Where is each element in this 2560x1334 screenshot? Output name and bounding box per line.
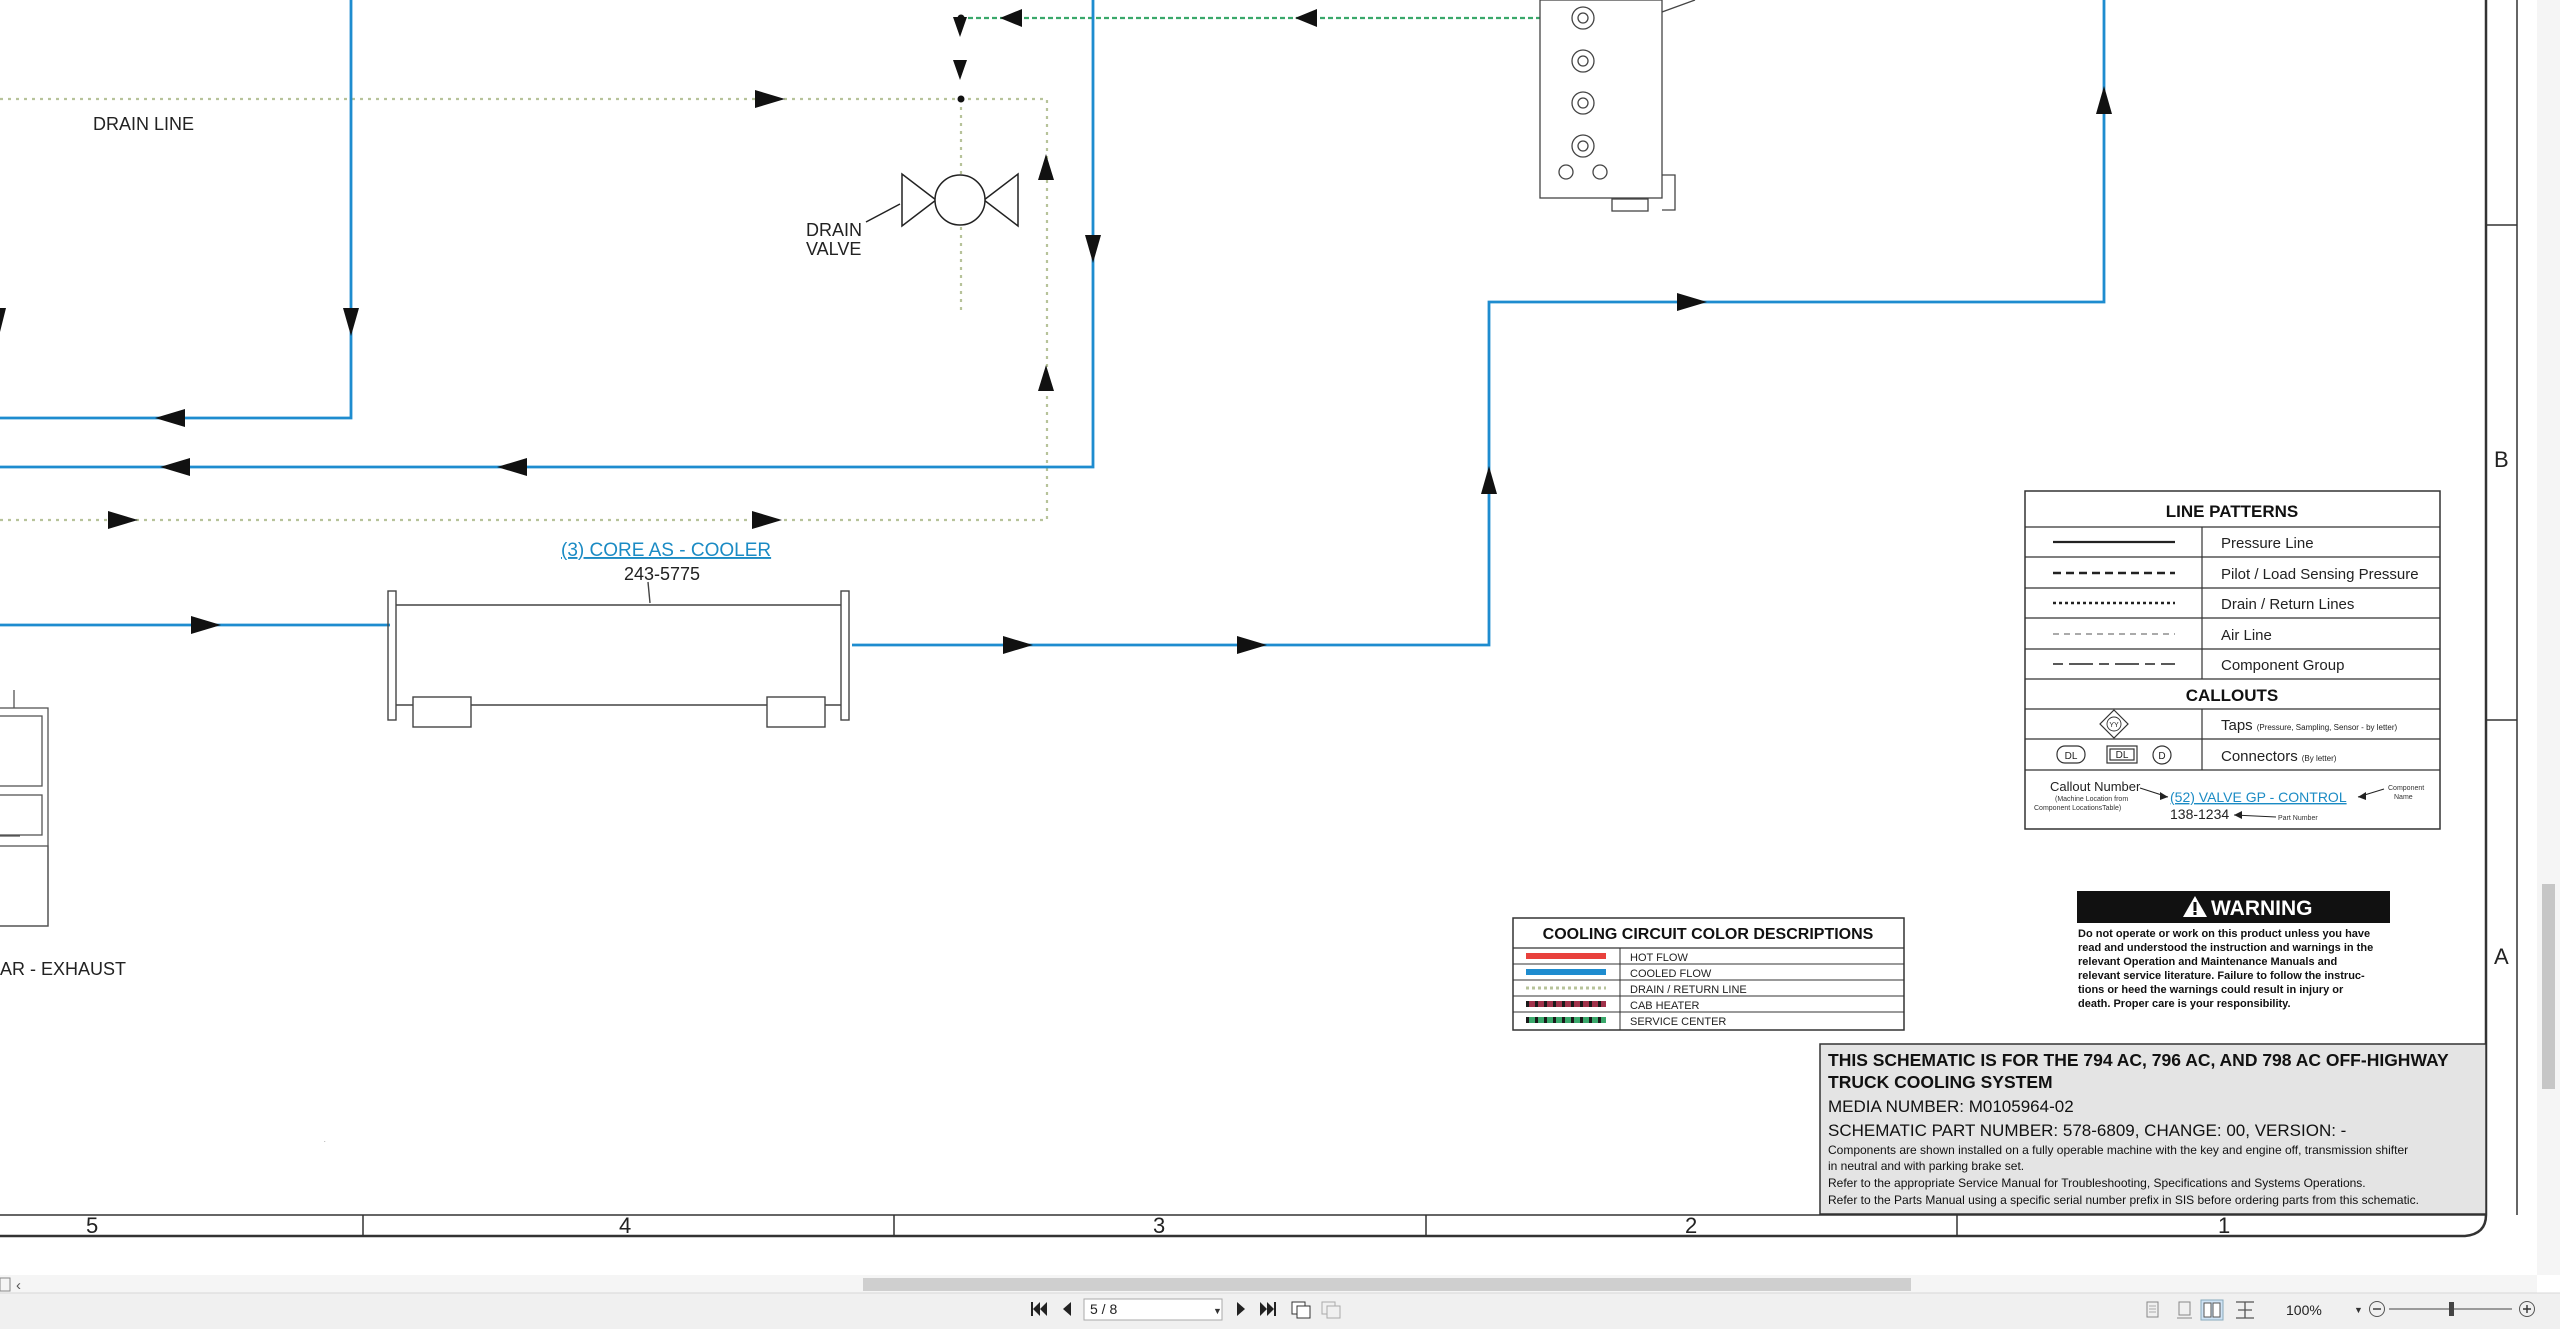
next-page-icon[interactable] [1237, 1302, 1245, 1316]
page-number-value: 5 / 8 [1090, 1301, 1117, 1317]
svg-text:DL: DL [2116, 750, 2129, 761]
vertical-scrollbar-thumb[interactable] [2542, 884, 2555, 1089]
line-patterns-title: LINE PATTERNS [2166, 502, 2299, 521]
bottom-toolbar: 5 / 8 ▼ 100% ▼ [0, 1292, 2560, 1329]
drain-line-label: DRAIN LINE [93, 114, 194, 134]
title-note-4: Refer to the Parts Manual using a specif… [1828, 1193, 2419, 1207]
warning-line-2: read and understood the instruction and … [2078, 942, 2373, 954]
drain-valve-label-2: VALVE [806, 239, 861, 259]
zone-col-2: 2 [1685, 1213, 1697, 1238]
zoom-slider-thumb[interactable] [2449, 1302, 2454, 1316]
connectors-label: Connectors(By letter) [2221, 748, 2337, 765]
zoom-dropdown-icon[interactable]: ▼ [2354, 1305, 2363, 1315]
pattern-drain-line: Drain / Return Lines [2221, 596, 2354, 613]
last-page-icon[interactable] [1260, 1302, 1276, 1316]
pattern-pilot-line: Pilot / Load Sensing Pressure [2221, 566, 2419, 583]
connector-icons: DL DL D [2056, 745, 2172, 765]
drain-return-lines [0, 97, 1049, 522]
horizontal-scrollbar-thumb[interactable] [863, 1278, 1911, 1291]
callout-example-part: 138-1234 [2170, 806, 2229, 822]
zoom-level[interactable]: 100% [2286, 1302, 2322, 1318]
page-number-input[interactable] [1083, 1298, 1223, 1321]
cooled-flow-lines [0, 0, 2106, 647]
page-dropdown-icon[interactable]: ▼ [1213, 1306, 1222, 1316]
zone-row-b: B [2494, 447, 2509, 472]
title-note-2: in neutral and with parking brake set. [1828, 1159, 2024, 1173]
drawing-border: B A 5 4 3 2 1 [0, 0, 2518, 1238]
page-view-icon[interactable] [1291, 1301, 1311, 1319]
exhaust-label: AR - EXHAUST [0, 959, 126, 979]
zone-row-a: A [2494, 944, 2509, 969]
callout-number-note1: (Machine Location from [2055, 796, 2128, 803]
single-page-icon[interactable] [2146, 1301, 2159, 1318]
warning-line-1: Do not operate or work on this product u… [2078, 928, 2370, 940]
warning-line-5: tions or heed the warnings could result … [2078, 984, 2344, 996]
first-page-icon[interactable] [1031, 1302, 1047, 1316]
svg-text:YY: YY [2109, 722, 2119, 729]
tap-icon: YY [2099, 709, 2129, 739]
flow-arrows [0, 9, 2112, 654]
callout-number-label: Callout Number [2050, 779, 2141, 794]
svg-text:D: D [2158, 751, 2165, 762]
schematic-part-number: SCHEMATIC PART NUMBER: 578-6809, CHANGE:… [1828, 1121, 2346, 1140]
scroll-left-button[interactable] [0, 1277, 11, 1292]
zone-col-1: 1 [2218, 1213, 2230, 1238]
title-line-1: THIS SCHEMATIC IS FOR THE 794 AC, 796 AC… [1828, 1050, 2449, 1070]
pattern-air-line: Air Line [2221, 627, 2272, 644]
horizontal-scrollbar[interactable]: ‹ [0, 1275, 2537, 1294]
color-drain-return: DRAIN / RETURN LINE [1630, 984, 1747, 996]
pattern-pressure-line: Pressure Line [2221, 535, 2314, 552]
svg-text:Name: Name [2394, 794, 2413, 801]
callout-example-link: (52) VALVE GP - CONTROL [2170, 789, 2347, 805]
svg-text:DL: DL [2065, 751, 2078, 762]
svg-text:Component: Component [2388, 785, 2424, 792]
vertical-scrollbar[interactable]: › [2522, 0, 2560, 1293]
callouts-title: CALLOUTS [2186, 686, 2279, 705]
scroll-left-icon[interactable]: ‹ [16, 1277, 21, 1294]
title-note-3: Refer to the appropriate Service Manual … [1828, 1176, 2366, 1190]
warning-triangle-icon [2183, 896, 2207, 917]
color-hot-flow: HOT FLOW [1630, 952, 1688, 964]
zoom-out-icon[interactable] [2369, 1301, 2385, 1317]
valve-block-symbol [1539, 0, 1696, 212]
continuous-page-icon[interactable] [2177, 1301, 2192, 1319]
title-block: THIS SCHEMATIC IS FOR THE 794 AC, 796 AC… [1819, 1043, 2487, 1215]
schematic-drawing: DRAIN LINE DRAIN VALVE (3) CORE AS - COO… [0, 0, 2112, 1144]
cooler-callout-link[interactable]: (3) CORE AS - COOLER [561, 540, 771, 561]
color-descriptions-table: COOLING CIRCUIT COLOR DESCRIPTIONS HOT F… [1512, 917, 1905, 1031]
warning-line-6: death. Proper care is your responsibilit… [2078, 998, 2291, 1010]
color-cab-heater: CAB HEATER [1630, 1000, 1700, 1012]
exhaust-component-symbol [0, 690, 49, 927]
warning-title: WARNING [2211, 897, 2313, 920]
facing-pages-icon[interactable] [2200, 1299, 2224, 1321]
pattern-component-group: Component Group [2221, 657, 2344, 674]
media-number: MEDIA NUMBER: M0105964-02 [1828, 1097, 2074, 1116]
svg-text:Part Number: Part Number [2278, 815, 2318, 822]
warning-box: WARNING Do not operate or work on this p… [2077, 891, 2390, 1010]
taps-label: Taps(Pressure, Sampling, Sensor - by let… [2221, 717, 2398, 734]
warning-line-4: relevant service literature. Failure to … [2078, 970, 2365, 982]
zone-col-5: 5 [86, 1213, 98, 1238]
zoom-in-icon[interactable] [2519, 1301, 2535, 1317]
prev-page-icon[interactable] [1063, 1302, 1071, 1316]
split-view-icon[interactable] [2236, 1301, 2254, 1319]
line-patterns-legend: LINE PATTERNS Pressure Line Pilot / Load… [2024, 490, 2441, 830]
title-note-1: Components are shown installed on a full… [1828, 1143, 2408, 1157]
color-table-title: COOLING CIRCUIT COLOR DESCRIPTIONS [1543, 926, 1874, 943]
color-cooled-flow: COOLED FLOW [1630, 968, 1712, 980]
svg-text:.: . [324, 1138, 326, 1144]
cooler-core-symbol [387, 581, 850, 728]
two-page-view-icon[interactable] [1321, 1301, 1341, 1319]
cooler-part-number: 243-5775 [624, 564, 700, 584]
warning-line-3: relevant Operation and Maintenance Manua… [2078, 956, 2337, 968]
callout-number-note2: Component LocationsTable) [2034, 805, 2121, 812]
zone-col-3: 3 [1153, 1213, 1165, 1238]
title-line-2: TRUCK COOLING SYSTEM [1828, 1072, 2053, 1092]
drain-valve-label: DRAIN [806, 220, 862, 240]
color-service-center: SERVICE CENTER [1630, 1016, 1726, 1028]
zone-col-4: 4 [619, 1213, 631, 1238]
drain-valve-symbol [865, 172, 1019, 228]
